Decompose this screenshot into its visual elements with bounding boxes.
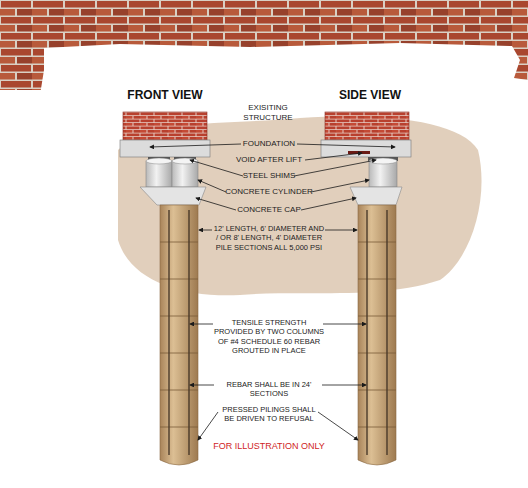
leader-lines: [150, 144, 395, 440]
spec-note: PRESSED PILINGS SHALL BE DRIVEN TO REFUS…: [217, 405, 321, 424]
pile: [358, 205, 396, 465]
pile: [160, 205, 198, 465]
cylinder: [369, 161, 397, 187]
part-label: EXISITING STRUCTURE: [237, 103, 299, 123]
front-view: [120, 112, 210, 465]
view-heading: SIDE VIEW: [315, 88, 425, 103]
part-label: VOID AFTER LIFT: [232, 155, 306, 165]
pile-joints: [160, 242, 198, 427]
view-heading: FRONT VIEW: [110, 88, 220, 103]
pile-joints: [358, 242, 396, 427]
cylinder-top: [369, 158, 397, 164]
part-label: CONCRETE CAP: [233, 205, 305, 215]
cylinder: [146, 161, 172, 187]
spec-note: 12' LENGTH, 6' DIAMETER AND / OR 8' LENG…: [212, 224, 326, 252]
cylinder-top: [146, 158, 172, 164]
cap: [350, 187, 402, 205]
part-label: STEEL SHIMS: [239, 171, 299, 181]
structure: [123, 112, 207, 140]
spec-note: REBAR SHALL BE IN 24' SECTIONS: [213, 380, 325, 399]
part-label: FOUNDATION: [239, 139, 299, 149]
foundation: [321, 140, 411, 157]
watermark-note: FOR ILLUSTRATION ONLY: [194, 441, 344, 452]
side-view: [321, 112, 411, 465]
part-label: CONCRETE CYLINDER: [223, 187, 315, 197]
rebar: [169, 210, 189, 455]
structure: [325, 112, 409, 140]
white-panel: [0, 43, 528, 488]
cap: [140, 187, 206, 205]
cylinder: [172, 161, 198, 187]
spec-note: TENSILE STRENGTH PROVIDED BY TWO COLUMNS…: [213, 318, 325, 356]
foundation: [120, 140, 210, 157]
rebar: [367, 210, 387, 455]
